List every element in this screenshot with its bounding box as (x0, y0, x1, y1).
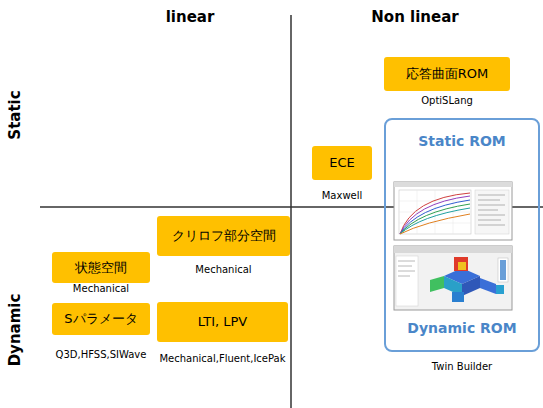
vertical-axis (290, 15, 292, 408)
box-label: 状態空間 (52, 260, 150, 276)
group-title: Static ROM (386, 132, 538, 150)
axis-heading: Static (6, 90, 24, 139)
chart-screenshot (394, 182, 512, 240)
tool-caption: OptiSLang (421, 95, 473, 107)
rom-box: ECEMaxwell (312, 146, 372, 180)
tool-caption: Q3D,HFSS,SIWave (56, 349, 147, 361)
tool-caption: Twin Builder (432, 361, 492, 373)
tool-caption: Mechanical (195, 264, 251, 276)
method-box: LTI, LPVMechanical,Fluent,IcePak (157, 302, 288, 342)
axis-heading: Non linear (371, 8, 458, 26)
tool-caption: Mechanical (73, 283, 129, 295)
rom-box: 応答曲面ROMOptiSLang (384, 57, 510, 91)
box-label: クリロフ部分空間 (157, 228, 290, 244)
group-title: Dynamic ROM (386, 319, 538, 337)
method-box: SパラメータQ3D,HFSS,SIWave (52, 303, 150, 335)
model-screenshot (394, 246, 512, 310)
method-box: クリロフ部分空間Mechanical (157, 216, 290, 256)
axis-heading: Dynamic (6, 294, 24, 367)
box-label: 応答曲面ROM (384, 66, 510, 82)
tool-caption: Mechanical,Fluent,IcePak (159, 353, 285, 365)
box-label: Sパラメータ (52, 311, 150, 327)
box-label: ECE (312, 155, 372, 171)
box-label: LTI, LPV (157, 314, 288, 330)
axis-heading: linear (166, 8, 215, 26)
rom-group-frame: Static ROMDynamic ROMTwin Builder (384, 118, 540, 352)
tool-caption: Maxwell (322, 190, 363, 202)
method-box: 状態空間Mechanical (52, 252, 150, 283)
